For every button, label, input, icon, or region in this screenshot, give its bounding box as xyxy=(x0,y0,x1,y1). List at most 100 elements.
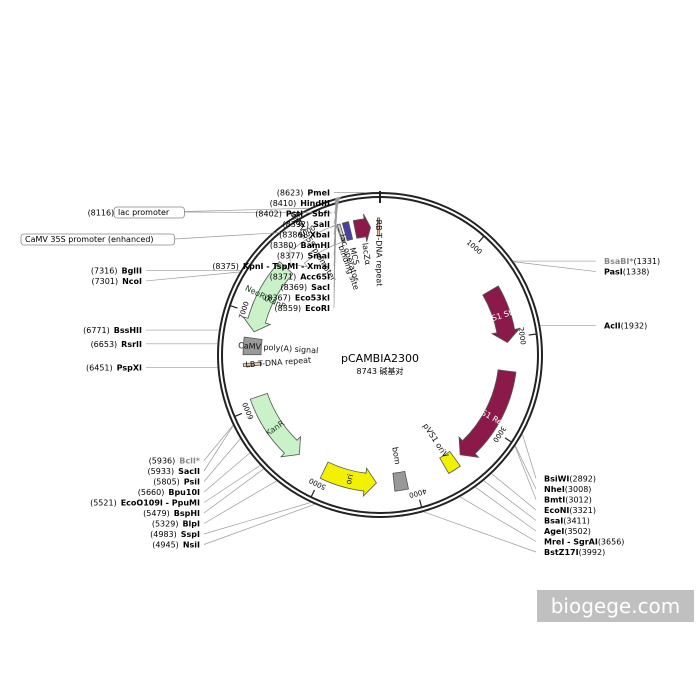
site-name: Bpu10I xyxy=(168,488,200,497)
site-position: (6653) xyxy=(91,340,118,349)
site-ncoi: (7301)NcoI xyxy=(91,277,142,286)
site-text: (5805) PsiI xyxy=(153,478,200,487)
site-position: (5329) xyxy=(152,520,179,529)
site-text: (5933)SacII xyxy=(148,467,200,476)
feature-kanr: KanR xyxy=(249,392,301,458)
tick-mark xyxy=(504,437,513,443)
site-position: (2892) xyxy=(569,475,596,484)
site-name: EcoO109I - PpuMI xyxy=(121,499,200,508)
feature-camv-poly-a-signal: CaMV poly(A) signal xyxy=(238,336,319,356)
site-text: (5521)EcoO109I - PpuMI xyxy=(90,499,200,508)
callout-box xyxy=(20,233,176,246)
site-position: (6771) xyxy=(83,326,110,335)
site-leader xyxy=(203,480,277,524)
site-text: (8375)KpnI - TspMI - XmaI xyxy=(212,262,330,271)
site-acli: AclI(1932) xyxy=(604,321,647,330)
callout-leader xyxy=(174,231,295,240)
site-name: SacII xyxy=(178,467,200,476)
rb-t-dna-repeat-label: RB T-DNA repeat xyxy=(374,220,384,287)
site-kpni-tspmi-xmai: (8375)KpnI - TspMI - XmaI xyxy=(212,262,330,271)
site-blpi: (5329)BlpI xyxy=(152,520,200,529)
site-position: (3321) xyxy=(569,506,596,515)
site-text: AclI(1932) xyxy=(604,321,647,330)
site-text: (6653)RsrII xyxy=(91,340,142,349)
site-name: BstZ17I xyxy=(544,548,579,557)
site-name: EcoRI xyxy=(305,304,330,313)
site-position: (8623) xyxy=(277,189,304,198)
site-position: (3992) xyxy=(579,548,606,557)
site-acc65i: (8371)Acc65I xyxy=(270,273,330,282)
site-nhei: NheI(3008) xyxy=(544,485,591,494)
feature-rb-t-dna-repeat: RB T-DNA repeat xyxy=(374,217,384,287)
site-name: XbaI xyxy=(310,231,330,240)
site-position: (1338) xyxy=(623,268,650,277)
feature-pvs1-staa: pVS1 StaA xyxy=(480,285,524,344)
site-name: HindIII xyxy=(300,199,330,208)
site-position: (8371) xyxy=(270,273,297,282)
mcs-label: MCS xyxy=(348,247,361,266)
site-text: (5936)BclI* xyxy=(149,457,201,466)
pvs1-oriv-label: pVS1 oriV xyxy=(421,422,450,460)
site-ecori: (8359)EcoRI xyxy=(275,304,330,313)
site-bsiwi: BsiWI(2892) xyxy=(544,475,596,484)
site-position: (5933) xyxy=(148,467,175,476)
site-name: SacI xyxy=(311,283,330,292)
site-leader xyxy=(483,480,537,521)
site-rsrii: (6653)RsrII xyxy=(91,340,142,349)
site-sacii: (5933)SacII xyxy=(148,467,200,476)
tick-mark xyxy=(299,218,305,227)
site-bstz17i: BstZ17I(3992) xyxy=(544,548,605,557)
camv-poly-a-signal-shape xyxy=(242,336,263,356)
plasmid-length: 8743 碱基对 xyxy=(357,366,404,376)
site-hindiii: (8410)HindIII xyxy=(270,199,330,208)
site-bsai: BsaI(3411) xyxy=(544,517,590,526)
callout-box xyxy=(113,206,185,219)
site-position: (3008) xyxy=(565,485,592,494)
site-text: (4983)SspI xyxy=(150,530,200,539)
feature-bom: bom xyxy=(390,446,409,492)
site-smai: (8377)SmaI xyxy=(277,252,330,261)
feature-lacz: lacZα xyxy=(352,213,372,266)
site-position: (1932) xyxy=(621,321,648,330)
bom-label: bom xyxy=(390,446,402,465)
site-text: (8369)SacI xyxy=(281,283,331,292)
site-text: (5479)BspHI xyxy=(143,509,200,518)
site-name: NheI xyxy=(544,485,565,494)
site-bsphi: (5479)BspHI xyxy=(143,509,200,518)
callout-label: CaMV 35S promoter (enhanced) xyxy=(25,235,154,244)
site-name: MreI - SgrAI xyxy=(544,538,598,547)
site-leader xyxy=(203,438,241,482)
tick-mark xyxy=(229,305,238,309)
site-name: SalI xyxy=(313,220,330,229)
site-text: BmtI(3012) xyxy=(544,496,592,505)
lb-t-dna-repeat-label: LB T-DNA repeat xyxy=(245,356,311,370)
site-position: (8410) xyxy=(270,199,297,208)
mcs-shape xyxy=(341,221,354,242)
site-text: (8359)EcoRI xyxy=(275,304,330,313)
site-position: (5936) xyxy=(149,457,176,466)
tick-mark xyxy=(234,412,243,418)
site-bsshii: (6771)BssHII xyxy=(83,326,142,335)
site-position: (8377) xyxy=(277,252,304,261)
site-name: PsiI xyxy=(184,478,200,487)
plasmid-name: pCAMBIA2300 xyxy=(341,352,419,365)
site-position: (8386) xyxy=(279,231,306,240)
site-text: NheI(3008) xyxy=(544,485,591,494)
site-leader-lines xyxy=(145,192,597,553)
site-name: RsrII xyxy=(121,340,142,349)
camv-35s-promoter-shape xyxy=(289,224,343,268)
site-position: (5805) xyxy=(153,478,180,487)
site-position: (8375) xyxy=(212,262,239,271)
site-position: (3012) xyxy=(565,496,592,505)
site-name: BspHI xyxy=(174,509,200,518)
site-eco53ki: (8367)Eco53kI xyxy=(264,294,330,303)
site-bcli: (5936)BclI* xyxy=(149,457,201,466)
site-leader xyxy=(491,473,537,511)
site-sspi: (4983)SspI xyxy=(150,530,200,539)
site-name: BsaI xyxy=(544,517,563,526)
site-name: BamHI xyxy=(300,241,330,250)
feature-neor-kanr: NeoR/KanR xyxy=(242,261,294,333)
callout-leader xyxy=(184,211,333,214)
neor-kanr-shape xyxy=(242,261,294,333)
